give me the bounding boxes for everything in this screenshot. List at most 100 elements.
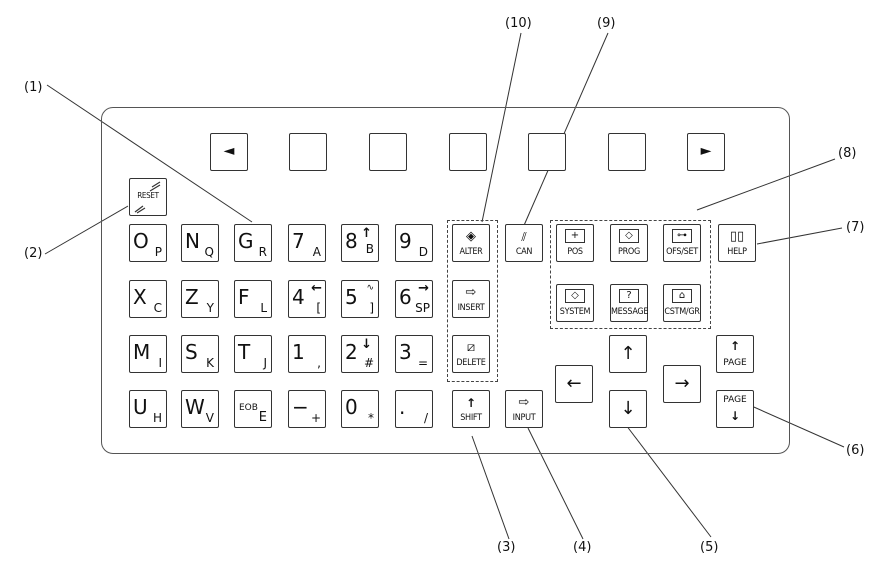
callout-6: (6) (846, 443, 865, 458)
system-key[interactable]: ◇ SYSTEM (556, 284, 594, 322)
soft-key-1[interactable] (289, 133, 327, 171)
ofs-set-key[interactable]: ⊶OFS/SET (663, 224, 701, 262)
key-sub-label: Q (204, 245, 214, 259)
key-main-label: − (292, 395, 309, 419)
numeric-key-5[interactable]: 5]∿ (341, 280, 379, 318)
cstm-gr-key[interactable]: ⌂CSTM/GR (663, 284, 701, 322)
key-main-label: N (185, 229, 200, 253)
key-main-label: 3 (399, 340, 412, 364)
page-down-arrow-icon: ↓ (729, 409, 741, 423)
insert-label: INSERT (457, 303, 485, 313)
key-sub-label: P (154, 245, 162, 259)
shift-key[interactable]: ↑SHIFT (452, 390, 490, 428)
pos-label: POS (567, 247, 583, 257)
up-arrow-icon: ↑ (361, 226, 372, 241)
system-icon: ◇ (565, 289, 585, 303)
numeric-key-period[interactable]: ./ (395, 390, 433, 428)
prog-key[interactable]: ◇PROG (610, 224, 648, 262)
key-main-label: O (133, 229, 149, 253)
ofs-set-label: OFS/SET (666, 247, 698, 257)
callout-3: (3) (497, 540, 516, 555)
soft-key-2[interactable] (369, 133, 407, 171)
cursor-up-key[interactable]: ↑ (609, 335, 647, 373)
key-sub-label: V (205, 411, 214, 425)
can-key[interactable]: ⫽CAN (505, 224, 543, 262)
pos-key[interactable]: +POS (556, 224, 594, 262)
key-main-label: 1 (292, 340, 305, 364)
delete-label: DELETE (456, 358, 486, 368)
cursor-left-key[interactable]: ← (555, 365, 593, 403)
cstm-gr-label: CSTM/GR (664, 307, 700, 317)
keyboard-panel (101, 107, 790, 454)
callout-8: (8) (838, 146, 857, 161)
callout-7: (7) (846, 220, 865, 235)
key-main-label: W (185, 395, 205, 419)
key-sub-label: K (206, 356, 214, 370)
book-icon: ▯▯ (729, 229, 745, 244)
key-sub-label: A (312, 245, 321, 259)
numeric-key-minus[interactable]: −+ (288, 390, 326, 428)
delete-key[interactable]: ⧄DELETE (452, 335, 490, 373)
key-sub-label: E (258, 410, 267, 425)
key-main-label: M (133, 340, 151, 364)
soft-key-5[interactable] (608, 133, 646, 171)
numeric-key-4[interactable]: 4[← (288, 280, 326, 318)
callout-4: (4) (573, 540, 592, 555)
numeric-key-2[interactable]: 2#↓ (341, 335, 379, 373)
key-sub-label: Y (206, 301, 214, 315)
key-main-label: 8 (345, 229, 358, 253)
numeric-key-1[interactable]: 1, (288, 335, 326, 373)
page-down-key[interactable]: PAGE↓ (716, 390, 754, 428)
numeric-key-0[interactable]: 0* (341, 390, 379, 428)
numeric-key-3[interactable]: 3= (395, 335, 433, 373)
cursor-down-key[interactable]: ↓ (609, 390, 647, 428)
key-sub-label: H (152, 411, 162, 425)
shift-arrow-icon: ↑ (465, 396, 477, 410)
soft-key-4[interactable] (528, 133, 566, 171)
key-main-label: . (399, 395, 406, 419)
page-up-arrow-icon: ↑ (729, 339, 741, 353)
system-label: SYSTEM (559, 307, 591, 317)
can-slash-icon: ⫽ (521, 230, 527, 244)
insert-key[interactable]: ⇨INSERT (452, 280, 490, 318)
key-sub-label: [ (316, 301, 321, 315)
soft-key-right[interactable]: ► (687, 133, 725, 171)
key-main-label: 2 (345, 340, 358, 364)
alter-key[interactable]: ◈ALTER (452, 224, 490, 262)
soft-key-3[interactable] (449, 133, 487, 171)
cursor-right-key[interactable]: → (663, 365, 701, 403)
soft-key-left[interactable]: ◄ (210, 133, 248, 171)
alter-label: ALTER (459, 247, 483, 257)
key-main-label: 7 (292, 229, 305, 253)
key-main-label: G (238, 229, 254, 253)
down-arrow-icon: ↓ (620, 398, 636, 419)
page-up-key[interactable]: ↑PAGE (716, 335, 754, 373)
input-key[interactable]: ⇨INPUT (505, 390, 543, 428)
callout-5: (5) (700, 540, 719, 555)
left-arrow-icon: ← (566, 373, 582, 394)
key-sub-label: D (418, 245, 428, 259)
reset-key[interactable]: RESET (129, 178, 167, 216)
key-sub-label: ] (369, 301, 374, 315)
callout-1: (1) (24, 80, 43, 95)
up-arrow-icon: ↑ (620, 343, 636, 364)
message-key[interactable]: ?MESSAGE (610, 284, 649, 322)
help-key[interactable]: ▯▯HELP (718, 224, 756, 262)
reset-slash-icon (134, 181, 161, 214)
